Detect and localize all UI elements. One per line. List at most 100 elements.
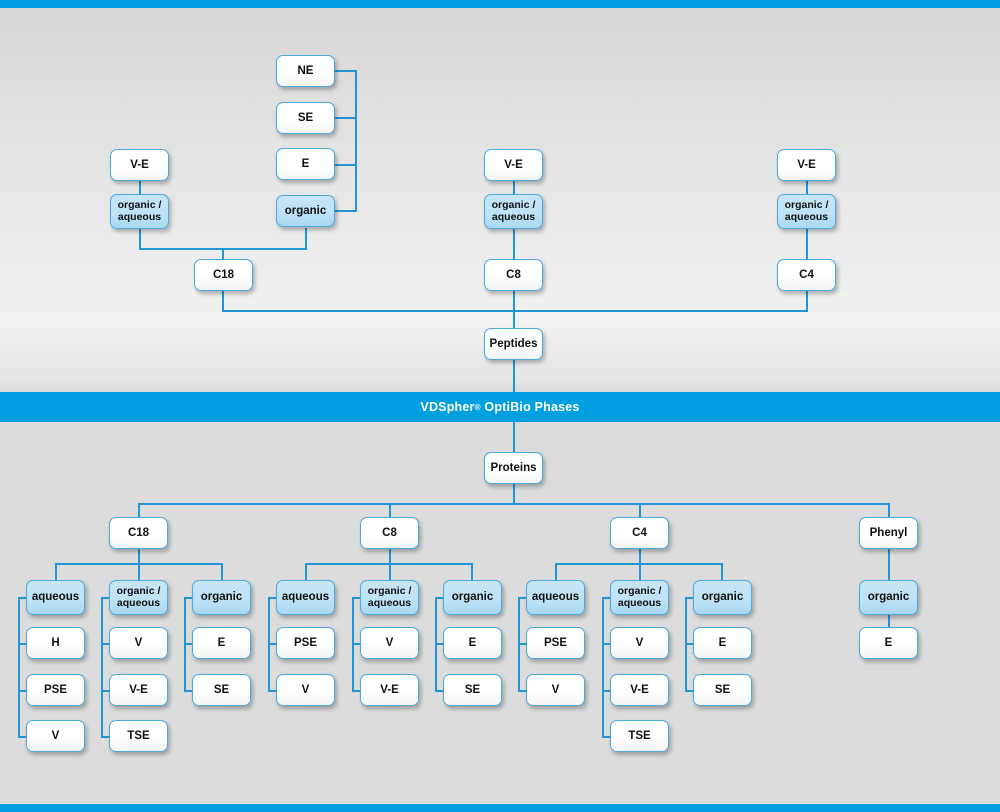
connector-organic-down xyxy=(305,228,307,250)
tick-c8-aqueous-1 xyxy=(268,643,280,645)
node-peptides-c8-organic-aqueous[interactable]: organic / aqueous xyxy=(484,194,543,229)
connector-c8-sub-stem xyxy=(389,549,391,565)
node-c4-oa-item-2[interactable]: TSE xyxy=(610,720,669,752)
top-accent-bar xyxy=(0,0,1000,8)
connector-e xyxy=(335,164,357,166)
connector-phenyl-organic xyxy=(888,549,890,582)
node-c8-aqueous-item-0[interactable]: PSE xyxy=(276,627,335,659)
node-proteins-phase-c18[interactable]: C18 xyxy=(109,517,168,549)
node-peptides-c8-ve[interactable]: V-E xyxy=(484,149,543,181)
node-phenyl-mode-organic[interactable]: organic xyxy=(859,580,918,615)
node-proteins-phase-c8[interactable]: C8 xyxy=(360,517,419,549)
label-line-2: aqueous xyxy=(784,210,829,223)
connector-c8-aqueous-drop xyxy=(305,563,307,580)
connector-c4-sub-bus xyxy=(555,563,722,565)
tick-c8-organic-2 xyxy=(435,690,447,692)
tick-c18-organic-1 xyxy=(184,643,196,645)
tick-c4-organic-head xyxy=(685,597,697,599)
node-c8-mode-organic-aqueous[interactable]: organic / aqueous xyxy=(360,580,419,615)
label-line-2: aqueous xyxy=(491,210,536,223)
node-peptides-phase-c8[interactable]: C8 xyxy=(484,259,543,291)
tick-c4-oa-1 xyxy=(602,643,614,645)
node-c18-mode-organic[interactable]: organic xyxy=(192,580,251,615)
connector-c18-aqueous-drop xyxy=(55,563,57,580)
tick-c4-oa-3 xyxy=(602,736,614,738)
tick-c8-oa-head xyxy=(352,597,364,599)
bottom-accent-bar xyxy=(0,804,1000,812)
label-line-2: aqueous xyxy=(617,596,662,609)
node-proteins-phase-phenyl[interactable]: Phenyl xyxy=(859,517,918,549)
node-peptides-phase-c4[interactable]: C4 xyxy=(777,259,836,291)
node-c8-mode-aqueous[interactable]: aqueous xyxy=(276,580,335,615)
section-banner: VDSpher® OptiBio Phases xyxy=(0,392,1000,422)
connector-c4-oa-drop xyxy=(639,563,641,580)
tick-c8-aqueous-head xyxy=(268,597,280,599)
node-c18-aqueous-item-2[interactable]: V xyxy=(26,720,85,752)
tick-c8-aqueous-2 xyxy=(268,690,280,692)
node-c4-aqueous-item-0[interactable]: PSE xyxy=(526,627,585,659)
node-c18-oa-item-0[interactable]: V xyxy=(109,627,168,659)
node-c8-mode-organic[interactable]: organic xyxy=(443,580,502,615)
connector-ve-oa-right xyxy=(806,180,808,194)
connector-ne xyxy=(335,70,357,72)
node-proteins-phase-c4[interactable]: C4 xyxy=(610,517,669,549)
connector-oa-c4 xyxy=(806,228,808,260)
label-line-2: aqueous xyxy=(117,210,162,223)
node-peptides-c4-organic-aqueous[interactable]: organic / aqueous xyxy=(777,194,836,229)
banner-suffix: OptiBio Phases xyxy=(484,400,580,414)
tick-c18-organic-2 xyxy=(184,690,196,692)
node-peptides-c18-se[interactable]: SE xyxy=(276,102,335,134)
connector-bus-top-organic xyxy=(355,70,357,212)
node-c18-organic-item-1[interactable]: SE xyxy=(192,674,251,706)
tick-c18-oa-1 xyxy=(101,643,113,645)
node-peptides-c18-organic[interactable]: organic xyxy=(276,195,335,227)
node-c8-oa-item-0[interactable]: V xyxy=(360,627,419,659)
tick-c8-oa-2 xyxy=(352,690,364,692)
node-c18-oa-item-1[interactable]: V-E xyxy=(109,674,168,706)
node-c4-mode-organic[interactable]: organic xyxy=(693,580,752,615)
connector-c18-oa-drop xyxy=(138,563,140,580)
connector-c18-organic-drop xyxy=(221,563,223,580)
node-c18-mode-organic-aqueous[interactable]: organic / aqueous xyxy=(109,580,168,615)
node-root-proteins[interactable]: Proteins xyxy=(484,452,543,484)
node-c4-oa-item-0[interactable]: V xyxy=(610,627,669,659)
connector-ve-oa-left xyxy=(139,180,141,194)
tick-c18-aqueous-3 xyxy=(18,736,30,738)
connector-c18-stem xyxy=(222,248,224,260)
tick-c18-oa-head xyxy=(101,597,113,599)
connector-c18-sub-stem xyxy=(138,549,140,565)
node-c8-oa-item-1[interactable]: V-E xyxy=(360,674,419,706)
tick-c18-oa-3 xyxy=(101,736,113,738)
connector-c4-sub-stem xyxy=(639,549,641,565)
node-c8-organic-item-0[interactable]: E xyxy=(443,627,502,659)
registered-icon: ® xyxy=(474,402,481,412)
node-peptides-c18-e[interactable]: E xyxy=(276,148,335,180)
node-c8-aqueous-item-1[interactable]: V xyxy=(276,674,335,706)
node-c18-aqueous-item-0[interactable]: H xyxy=(26,627,85,659)
node-peptides-c18-ve[interactable]: V-E xyxy=(110,149,169,181)
tick-c4-oa-head xyxy=(602,597,614,599)
node-peptides-c4-ve[interactable]: V-E xyxy=(777,149,836,181)
connector-c4-organic-drop xyxy=(721,563,723,580)
node-c18-oa-item-2[interactable]: TSE xyxy=(109,720,168,752)
node-peptides-phase-c18[interactable]: C18 xyxy=(194,259,253,291)
node-root-peptides[interactable]: Peptides xyxy=(484,328,543,360)
tick-c4-organic-2 xyxy=(685,690,697,692)
node-peptides-c18-ne[interactable]: NE xyxy=(276,55,335,87)
node-c18-mode-aqueous[interactable]: aqueous xyxy=(26,580,85,615)
node-c18-aqueous-item-1[interactable]: PSE xyxy=(26,674,85,706)
node-peptides-c18-organic-aqueous[interactable]: organic / aqueous xyxy=(110,194,169,229)
node-c4-mode-aqueous[interactable]: aqueous xyxy=(526,580,585,615)
node-c4-aqueous-item-1[interactable]: V xyxy=(526,674,585,706)
node-c4-mode-organic-aqueous[interactable]: organic / aqueous xyxy=(610,580,669,615)
bus-c18-aqueous xyxy=(18,597,20,737)
tick-c18-aqueous-1 xyxy=(18,643,30,645)
node-c4-oa-item-1[interactable]: V-E xyxy=(610,674,669,706)
node-c4-organic-item-0[interactable]: E xyxy=(693,627,752,659)
node-c18-organic-item-0[interactable]: E xyxy=(192,627,251,659)
node-phenyl-organic-item-0[interactable]: E xyxy=(859,627,918,659)
node-c4-organic-item-1[interactable]: SE xyxy=(693,674,752,706)
tick-c4-oa-2 xyxy=(602,690,614,692)
node-c8-organic-item-1[interactable]: SE xyxy=(443,674,502,706)
connector-proteins-bus xyxy=(138,503,890,505)
